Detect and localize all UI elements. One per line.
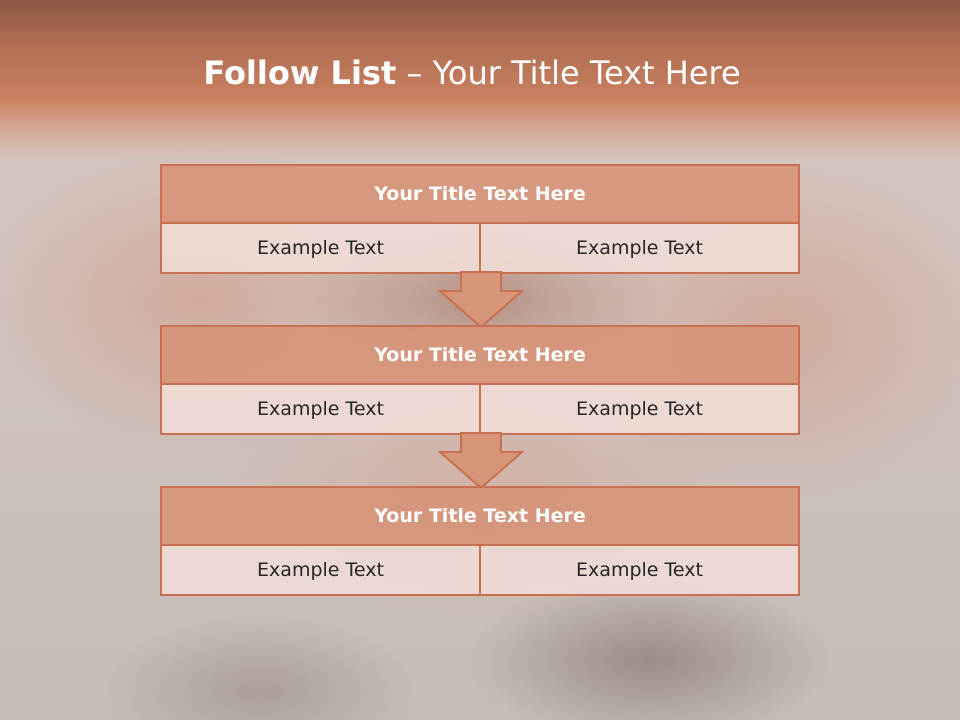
block-row: Example Text Example Text [162,546,798,594]
header-band [0,0,960,160]
list-block-2: Your Title Text Here Example Text Exampl… [160,325,800,435]
block-cell-right: Example Text [479,224,798,272]
title-bold: Follow List [203,54,397,92]
block-cell-left: Example Text [162,385,479,433]
block-cell-left: Example Text [162,546,479,594]
block-title: Your Title Text Here [162,327,798,385]
block-row: Example Text Example Text [162,224,798,272]
block-title: Your Title Text Here [162,166,798,224]
arrow-down-icon [438,432,524,490]
title-rest: – Your Title Text Here [406,54,741,92]
page-title: Follow List – Your Title Text Here [0,54,944,92]
arrow-down-icon [438,271,524,329]
block-cell-left: Example Text [162,224,479,272]
list-block-3: Your Title Text Here Example Text Exampl… [160,486,800,596]
list-block-1: Your Title Text Here Example Text Exampl… [160,164,800,274]
block-cell-right: Example Text [479,546,798,594]
block-row: Example Text Example Text [162,385,798,433]
block-cell-right: Example Text [479,385,798,433]
block-title: Your Title Text Here [162,488,798,546]
